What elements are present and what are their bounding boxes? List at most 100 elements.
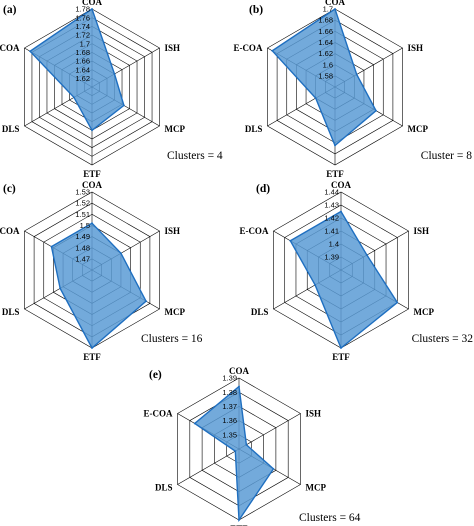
axis-label-etf: ETF <box>230 524 248 526</box>
axis-label-ish: ISH <box>408 43 424 53</box>
axis-label-e-coa: E-COA <box>239 226 269 236</box>
tick-label: 1.49 <box>75 232 90 241</box>
tick-label: 1.68 <box>318 16 333 25</box>
tick-label: 1.39 <box>324 253 339 262</box>
axis-spoke <box>238 413 301 450</box>
axis-label-mcp: MCP <box>165 307 186 317</box>
series-area <box>289 210 399 350</box>
panel-letter: (d) <box>256 183 270 195</box>
axis-label-ish: ISH <box>305 409 321 419</box>
radar-panel-1: 1.621.641.661.681.71.721.741.761.78COAIS… <box>0 0 223 179</box>
tick-label: 1.47 <box>75 254 90 263</box>
axis-label-coa: COA <box>82 0 103 7</box>
tick-label: 1.4 <box>329 240 339 249</box>
data-point-etf <box>340 347 342 349</box>
data-point-ish <box>245 443 248 446</box>
data-point-mcp <box>122 104 125 107</box>
data-point-dls <box>234 450 237 453</box>
tick-label: 1.41 <box>324 227 339 236</box>
tick-label: 1.51 <box>75 210 90 219</box>
axis-label-etf: ETF <box>326 169 344 179</box>
tick-label: 1.7 <box>323 5 333 14</box>
data-point-coa <box>91 222 93 225</box>
tick-label: 1.48 <box>75 243 90 252</box>
tick-label: 1.6 <box>323 60 333 69</box>
data-point-coa <box>340 210 342 213</box>
axis-label-dls: DLS <box>245 124 263 134</box>
panel-caption: Clusters = 64 <box>299 512 361 524</box>
tick-label: 1.43 <box>324 201 339 210</box>
data-point-mcp <box>375 109 377 112</box>
axis-label-dls: DLS <box>155 483 173 493</box>
data-point-e-coa <box>271 49 274 52</box>
data-point-dls <box>73 96 75 99</box>
data-point-etf <box>334 144 336 147</box>
panel-letter: (e) <box>149 369 162 381</box>
data-point-coa <box>238 385 240 388</box>
tick-label: 1.39 <box>222 374 237 383</box>
axis-label-ish: ISH <box>414 226 430 236</box>
axis-spoke <box>177 448 240 485</box>
tick-label: 1.37 <box>222 402 237 411</box>
tick-label: 1.62 <box>75 74 90 83</box>
panel-caption: Cluster = 8 <box>421 150 472 162</box>
axis-label-e-coa: E-COA <box>0 43 20 53</box>
data-point-etf <box>238 519 240 521</box>
tick-label: 1.72 <box>75 31 90 40</box>
panel-caption: Clusters = 32 <box>412 333 474 345</box>
radar-panel-5: 1.351.361.371.381.39COAISHMCPETFDLSE-COA… <box>144 366 361 526</box>
tick-label: 1.64 <box>318 38 333 47</box>
radar-panel-4: 1.391.41.411.421.431.44COAISHMCPETFDLSE-… <box>239 180 473 362</box>
axis-label-e-coa: E-COA <box>233 43 263 53</box>
axis-label-ish: ISH <box>165 43 181 53</box>
axis-label-mcp: MCP <box>414 307 435 317</box>
data-point-e-coa <box>289 239 292 242</box>
radar-panel-3: 1.471.481.491.51.511.521.53COAISHMCPETFD… <box>0 180 203 362</box>
tick-label: 1.36 <box>222 416 237 425</box>
axis-label-coa: COA <box>331 180 352 190</box>
panel-letter: (b) <box>249 4 263 16</box>
data-point-mcp <box>272 467 275 470</box>
data-point-mcp <box>396 301 399 304</box>
axis-label-mcp: MCP <box>305 483 326 493</box>
tick-label: 1.76 <box>75 13 90 22</box>
panel-caption: Clusters = 16 <box>141 333 203 345</box>
data-point-dls <box>314 284 317 286</box>
data-point-ish <box>113 73 116 75</box>
series-area <box>50 222 147 350</box>
axis-label-dls: DLS <box>2 307 20 317</box>
axis-label-dls: DLS <box>2 124 20 134</box>
tick-label: 1.5 <box>80 221 90 230</box>
tick-label: 1.53 <box>75 188 90 197</box>
data-point-e-coa <box>50 245 53 248</box>
tick-label: 1.52 <box>75 199 90 208</box>
tick-label: 1.62 <box>318 49 333 58</box>
axis-label-coa: COA <box>325 0 346 7</box>
data-point-coa <box>334 8 336 10</box>
panel-letter: (a) <box>3 4 17 16</box>
tick-label: 1.64 <box>75 65 90 74</box>
tick-label: 1.44 <box>324 188 339 197</box>
tick-label: 1.58 <box>318 71 333 80</box>
axis-label-etf: ETF <box>332 352 350 362</box>
data-point-etf <box>91 129 93 132</box>
data-point-ish <box>355 73 358 76</box>
tick-label: 1.68 <box>75 48 90 57</box>
data-point-dls <box>59 287 62 290</box>
data-point-mcp <box>145 300 147 303</box>
tick-label: 1.42 <box>324 214 339 223</box>
axis-label-mcp: MCP <box>408 124 429 134</box>
axis-label-e-coa: E-COA <box>144 409 174 419</box>
tick-label: 1.38 <box>222 388 237 397</box>
tick-label: 1.66 <box>318 27 333 36</box>
axis-label-mcp: MCP <box>165 124 186 134</box>
data-point-dls <box>314 97 317 100</box>
axis-label-etf: ETF <box>83 169 101 179</box>
panel-letter: (c) <box>3 183 16 195</box>
data-point-e-coa <box>29 50 31 53</box>
data-point-etf <box>91 347 93 349</box>
data-point-e-coa <box>193 422 196 425</box>
tick-label: 1.66 <box>75 57 90 66</box>
